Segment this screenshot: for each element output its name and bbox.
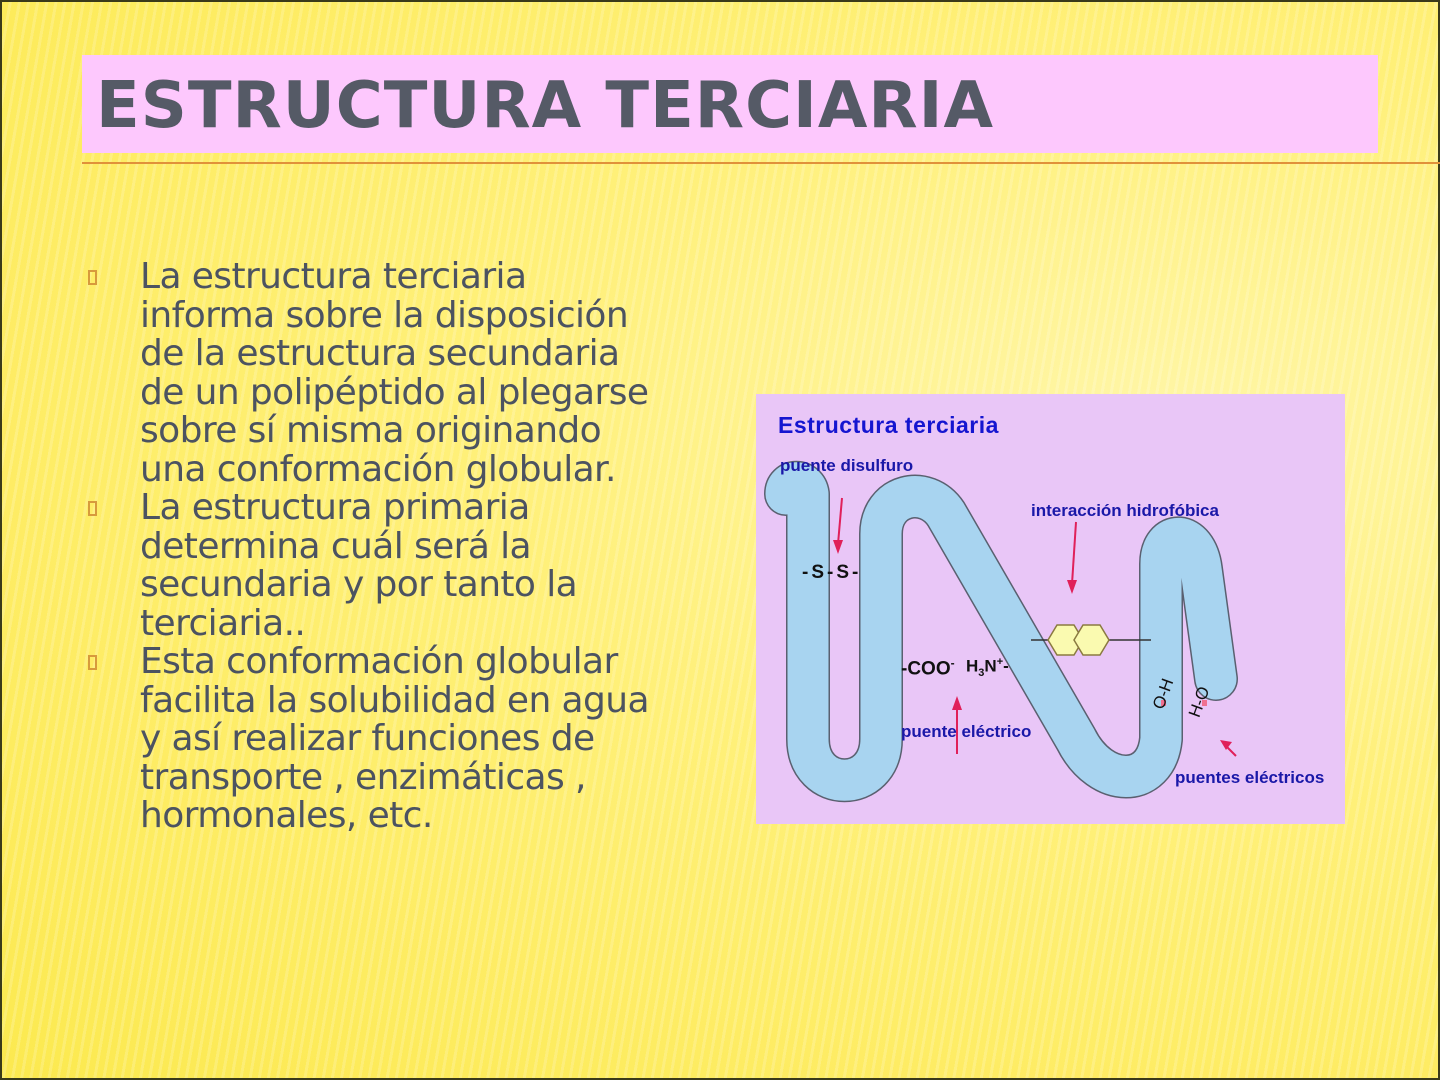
bullet-text: Esta conformación globular facilita la s… xyxy=(140,641,650,836)
label-electric-bridge: puente eléctrico xyxy=(901,722,1032,741)
bullet-text: La estructura terciaria informa sobre la… xyxy=(140,256,649,490)
slide-title: ESTRUCTURA TERCIARIA xyxy=(96,69,994,143)
diagram-title: Estructura terciaria xyxy=(778,412,999,438)
bond-dash: - xyxy=(1003,656,1009,676)
h-text: H xyxy=(966,656,979,676)
h-subscript: 3 xyxy=(978,667,985,680)
coo-text: -COO xyxy=(901,658,951,680)
disulfide-bond: -S-S- xyxy=(802,562,862,583)
square-bullet-icon xyxy=(88,501,97,516)
bullet-item: La estructura primaria determina cuál se… xyxy=(82,487,682,644)
carboxylate-group: -COO- xyxy=(901,656,955,680)
label-disulfide-bridge: puente disulfuro xyxy=(780,456,914,475)
bullet-text: La estructura primaria determina cuál se… xyxy=(140,487,578,644)
label-hydrophobic-interaction: interacción hidrofóbica xyxy=(1031,501,1219,520)
coo-charge: - xyxy=(950,656,955,670)
label-electric-bridges: puentes eléctricos xyxy=(1175,768,1325,787)
square-bullet-icon xyxy=(88,655,97,670)
bullet-item: Esta conformación globular facilita la s… xyxy=(82,641,682,836)
n-text: N xyxy=(984,656,997,676)
n-charge: + xyxy=(996,656,1004,668)
ammonium-group: H3N+- xyxy=(966,656,1009,679)
bullet-item: La estructura terciaria informa sobre la… xyxy=(82,256,682,490)
polypeptide-chain-icon xyxy=(764,461,1238,803)
title-box: ESTRUCTURA TERCIARIA xyxy=(82,55,1378,153)
tertiary-structure-diagram: Estructura terciaria puente disulfuro in… xyxy=(756,394,1345,824)
bullet-list: La estructura terciaria informa sobre la… xyxy=(82,256,682,836)
title-divider xyxy=(82,162,1440,164)
square-bullet-icon xyxy=(88,270,97,285)
